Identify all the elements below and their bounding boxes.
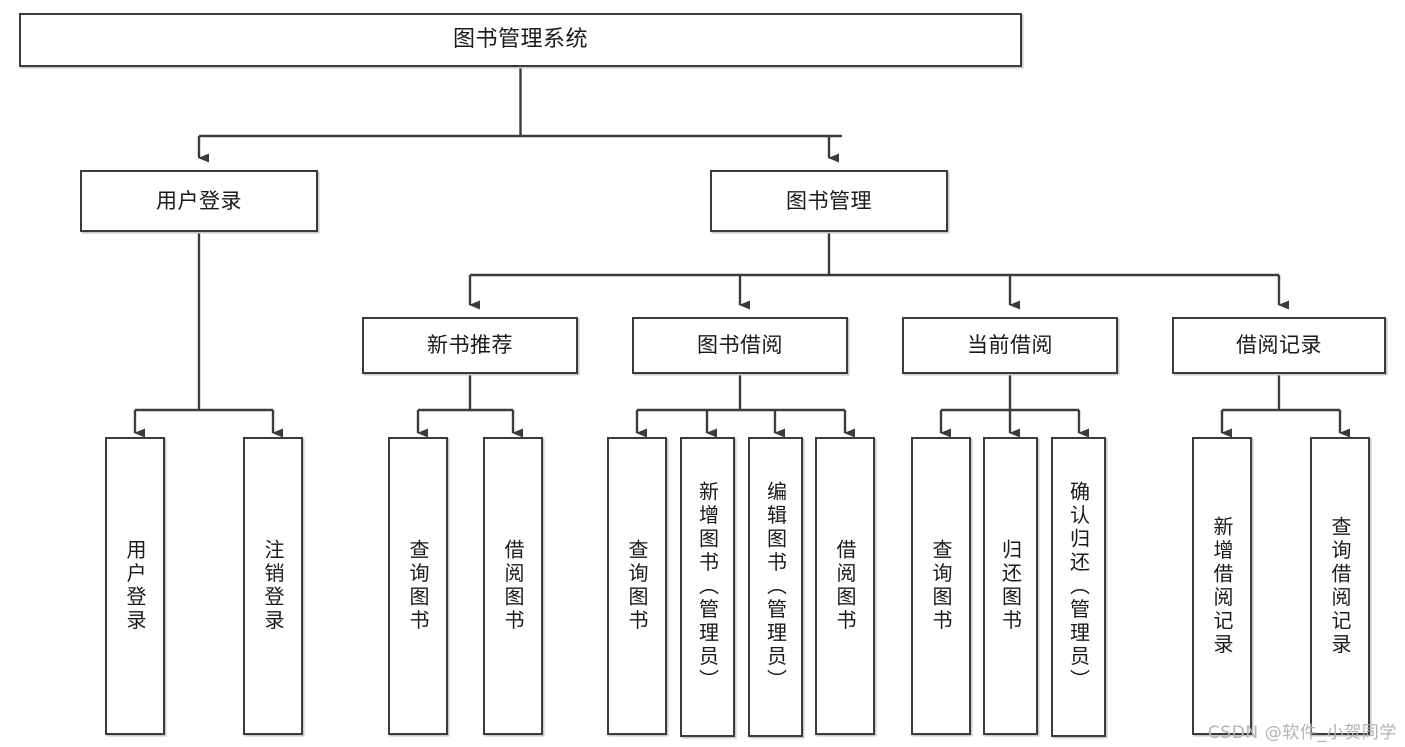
leaf-current-query-book[interactable]: 查询图书: [911, 437, 971, 735]
node-label: 查询图书: [406, 539, 430, 633]
node-label: 当前借阅: [967, 333, 1053, 358]
node-label: 借阅图书: [501, 539, 525, 633]
node-book-management[interactable]: 图书管理: [710, 170, 948, 232]
node-label: 新书推荐: [427, 333, 513, 358]
leaf-user-login-logout[interactable]: 注销登录: [243, 437, 303, 735]
node-label: 用户登录: [156, 188, 242, 213]
node-current-borrow[interactable]: 当前借阅: [902, 317, 1118, 374]
leaf-records-query-record[interactable]: 查询借阅记录: [1310, 437, 1370, 735]
leaf-current-confirm-return-admin[interactable]: 确认归还（管理员）: [1051, 437, 1106, 737]
node-label: 借阅记录: [1236, 333, 1322, 358]
leaf-borrow-query-book[interactable]: 查询图书: [607, 437, 667, 735]
node-label: 确认归还（管理员）: [1066, 481, 1091, 693]
node-user-login[interactable]: 用户登录: [80, 170, 318, 232]
node-label: 查询图书: [625, 539, 649, 633]
leaf-recommend-query-book[interactable]: 查询图书: [388, 437, 448, 735]
node-label: 查询图书: [929, 539, 953, 633]
node-label: 归还图书: [998, 539, 1023, 633]
node-label: 图书管理: [786, 188, 872, 213]
leaf-borrow-add-book-admin[interactable]: 新增图书（管理员）: [680, 437, 735, 737]
node-label: 图书借阅: [697, 333, 783, 358]
node-label: 新增借阅记录: [1210, 515, 1234, 657]
node-borrow-records[interactable]: 借阅记录: [1172, 317, 1386, 374]
leaf-current-return-book[interactable]: 归还图书: [983, 437, 1038, 735]
leaf-records-add-record[interactable]: 新增借阅记录: [1192, 437, 1252, 735]
node-label: 注销登录: [261, 539, 285, 633]
node-label: 图书管理系统: [452, 27, 588, 53]
leaf-borrow-borrow-book[interactable]: 借阅图书: [815, 437, 875, 735]
node-label: 借阅图书: [833, 539, 857, 633]
leaf-user-login-login[interactable]: 用户登录: [105, 437, 165, 735]
node-new-book-recommend[interactable]: 新书推荐: [362, 317, 578, 374]
node-label: 新增图书（管理员）: [695, 481, 720, 693]
node-label: 查询借阅记录: [1328, 515, 1352, 657]
node-root-system[interactable]: 图书管理系统: [19, 13, 1022, 67]
node-book-borrow[interactable]: 图书借阅: [632, 317, 848, 374]
node-label: 用户登录: [123, 539, 147, 633]
leaf-borrow-edit-book-admin[interactable]: 编辑图书（管理员）: [748, 437, 803, 737]
node-label: 编辑图书（管理员）: [763, 481, 788, 693]
leaf-recommend-borrow-book[interactable]: 借阅图书: [483, 437, 543, 735]
watermark-text: CSDN @软件_小贺同学: [1207, 723, 1397, 743]
